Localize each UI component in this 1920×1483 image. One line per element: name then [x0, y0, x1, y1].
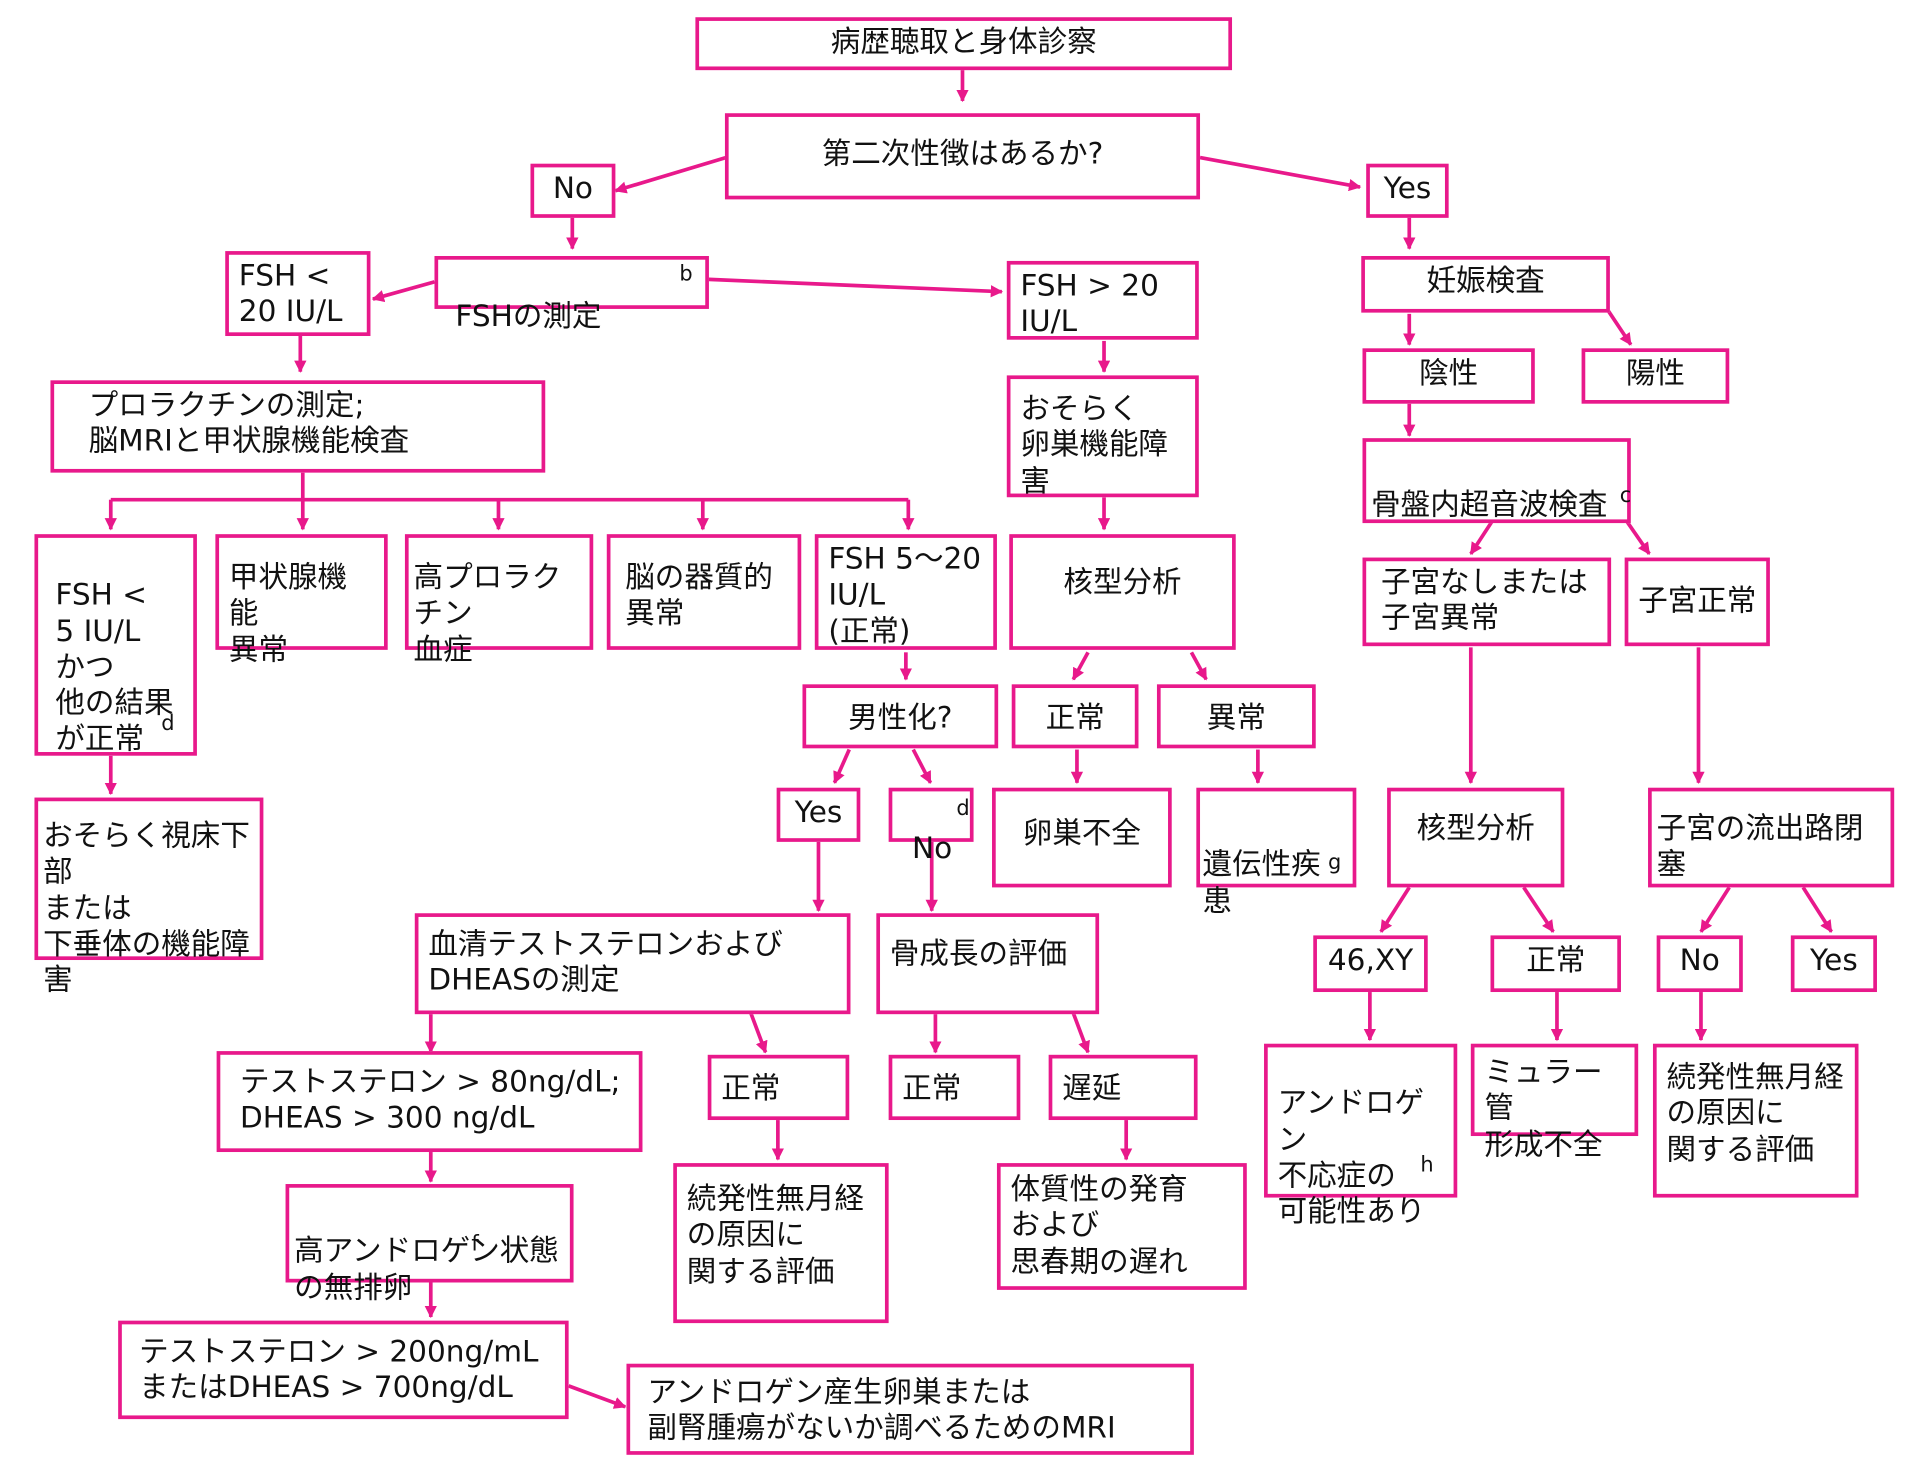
mullerian-agenesis-box: ミュラー管 形成不全 [1470, 1043, 1639, 1161]
secondary-sex-question-box: 第二次性徴はあるか? [724, 113, 1201, 200]
hyperandrogenic-footnote: f [471, 1232, 479, 1257]
secondary-amenorrhea-eval-box-right: 続発性無月経 の原因に 関する評価 [1652, 1043, 1859, 1198]
pregnancy-test-box: 妊娠検査 [1361, 256, 1610, 313]
androgen-insensitivity-box: アンドロゲン 不応症の 可能性あり h [1264, 1043, 1458, 1228]
thyroid-abnormal-box: 甲状腺機能 異常 [215, 534, 388, 667]
no-top-box: No [530, 163, 616, 218]
history-box: 病歴聴取と身体診察 [695, 17, 1233, 71]
genetic-disease-box: 遺伝性疾患 g [1196, 787, 1357, 918]
probable-ovarian-dysfunction-box: おそらく 卵巣機能障害 [1006, 375, 1199, 498]
bone-age-delayed-box: 遅延 [1048, 1054, 1198, 1121]
testosterone-gt200-box: テストステロン > 200ng/mL またはDHEAS > 700ng/dL [118, 1320, 569, 1420]
ovarian-failure-box: 卵巣不全 [992, 787, 1172, 888]
constitutional-delay-box: 体質性の発育 および 思春期の遅れ [996, 1163, 1247, 1290]
androgen-insensitivity-label: アンドロゲン 不応症の 可能性あり [1277, 1085, 1426, 1229]
karyotype-analysis-box-a: 核型分析 [1009, 534, 1236, 650]
fsh-lt5-box: FSH < 5 IU/L かつ 他の結果 が正常 d [34, 534, 197, 757]
fsh-lt20-box: FSH < 20 IU/L [225, 251, 371, 337]
secondary-amenorrhea-eval-box-mid: 続発性無月経 の原因に 関する評価 [673, 1163, 889, 1324]
testosterone-dheas-measure-box: 血清テストステロンおよび DHEASの測定 [414, 913, 851, 1015]
hyperprolactinemia-box: 高プロラクチン 血症 [404, 534, 594, 667]
fsh-measure-label: FSHの測定 [455, 299, 602, 334]
karyotype-46xy-box: 46,XY [1313, 935, 1428, 993]
hypothalamic-pituitary-box: おそらく視床下部 または 下垂体の機能障害 [34, 797, 264, 997]
no-virilized-footnote: d [956, 796, 970, 821]
fsh-measure-box: FSHの測定 b [434, 256, 709, 334]
fsh-lt5-footnote: d [161, 711, 175, 737]
testosterone-gt80-box: テストステロン > 80ng/dL; DHEAS > 300 ng/dL [216, 1051, 643, 1153]
negative-box: 陰性 [1362, 348, 1535, 404]
brain-organic-abnormal-box: 脳の器質的 異常 [606, 534, 802, 650]
genetic-disease-label: 遺伝性疾患 [1202, 847, 1321, 918]
normal-testosterone-box: 正常 [707, 1054, 850, 1121]
no-uterus-or-abnormal-box: 子宮なしまたは 子宮異常 [1362, 557, 1612, 647]
no-obstruction-box: No [1656, 935, 1743, 993]
uterus-normal-box: 子宮正常 [1624, 557, 1770, 647]
virilization-question-box: 男性化? [802, 684, 999, 749]
fsh-gt20-box: FSH > 20 IU/L [1006, 260, 1199, 340]
hyperandrogenic-anovulation-box: 高アンドロゲン状態 の無排卵 f [285, 1184, 574, 1304]
fsh-measure-footnote: b [679, 262, 693, 287]
androgen-insensitivity-footnote: h [1420, 1153, 1434, 1178]
outflow-obstruction-box: 子宮の流出路閉塞 [1648, 787, 1895, 888]
genetic-disease-footnote: g [1328, 850, 1342, 876]
no-virilized-box: No d [888, 787, 974, 866]
pelvic-ultrasound-label: 骨盤内超音波検査 [1371, 487, 1608, 523]
karyotype-normal-box-b: 正常 [1490, 935, 1621, 993]
yes-top-box: Yes [1366, 163, 1449, 218]
bone-age-box: 骨成長の評価 [876, 913, 1100, 1015]
karyotype-normal-box: 正常 [1011, 684, 1139, 749]
bone-age-normal-box: 正常 [888, 1054, 1021, 1121]
karyotype-analysis-box-b: 核型分析 [1387, 787, 1565, 888]
prolactin-mri-box: プロラクチンの測定; 脳MRIと甲状腺機能検査 [50, 380, 546, 473]
pelvic-ultrasound-box: 骨盤内超音波検査 c [1362, 438, 1632, 524]
karyotype-abnormal-box: 異常 [1156, 684, 1316, 749]
pelvic-ultrasound-footnote: c [1619, 483, 1632, 509]
fsh-5-20-normal-box: FSH 5〜20 IU/L (正常) [814, 534, 997, 650]
mri-tumor-check-box: アンドロゲン産生卵巣または 副腎腫瘍がないか調べるためのMRI [626, 1363, 1194, 1455]
hyperandrogenic-label: 高アンドロゲン状態 の無排卵 [294, 1233, 559, 1305]
no-virilized-label: No [912, 831, 953, 866]
yes-obstruction-box: Yes [1790, 935, 1877, 993]
positive-box: 陽性 [1581, 348, 1730, 404]
yes-virilized-box: Yes [776, 787, 861, 842]
fsh-lt5-label: FSH < 5 IU/L かつ 他の結果 が正常 [55, 577, 174, 757]
